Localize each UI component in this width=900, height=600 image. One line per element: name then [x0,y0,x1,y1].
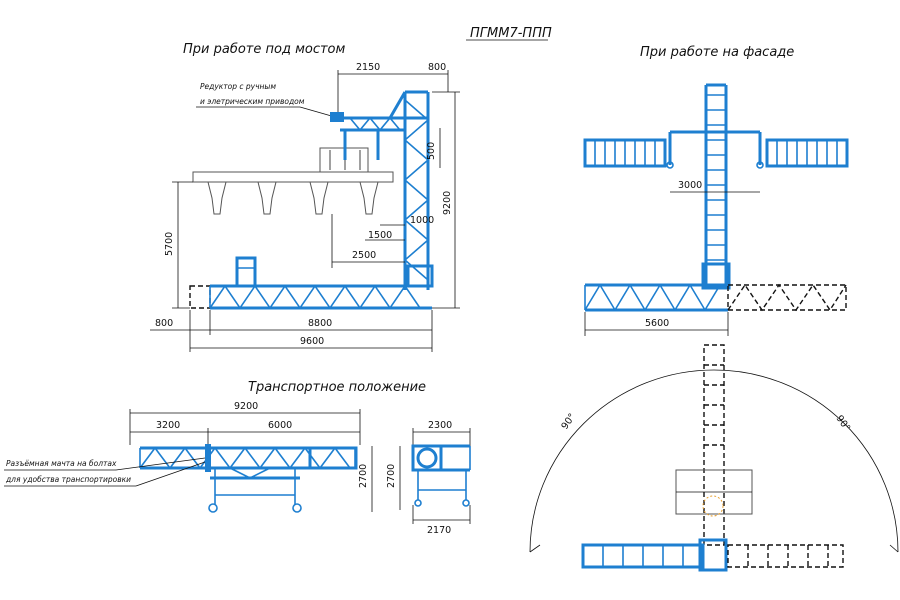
svg-text:6000: 6000 [268,420,292,431]
svg-text:9200: 9200 [442,191,453,215]
cabin-icon [416,447,438,469]
gearbox [330,112,344,122]
svg-text:500: 500 [426,142,437,160]
svg-text:3200: 3200 [156,420,180,431]
base-truss-under-bridge [189,256,434,310]
svg-text:800: 800 [428,62,446,73]
transport-side-view: 2300 2700 2170 [386,420,471,536]
cradle-right [765,138,849,168]
svg-text:8800: 8800 [308,318,332,329]
svg-text:1500: 1500 [368,230,392,241]
wheel-icon [208,503,218,513]
svg-text:2700: 2700 [358,464,369,488]
under-bridge-view: При работе под мостом Редуктор с ручным … [150,42,460,352]
rotation-view: 90° 90° [529,344,899,572]
cradle-left [583,138,667,168]
svg-text:9600: 9600 [300,336,324,347]
facade-view: При работе на фасаде [583,45,849,336]
svg-text:800: 800 [155,318,173,329]
svg-text:5700: 5700 [164,232,175,256]
angle-left: 90° [559,412,578,432]
svg-text:5600: 5600 [645,318,669,329]
transport-view: Транспортное положение 9200 3200 6000 27… [4,380,426,513]
mast-facade [666,83,764,290]
svg-text:2300: 2300 [428,420,452,431]
svg-text:1000: 1000 [410,215,434,226]
gearbox-leader [299,106,336,118]
facade-dimensions: 3000 5600 [584,180,760,336]
under-bridge-title: При работе под мостом [183,42,346,57]
base-truss-facade [584,283,847,312]
rotation-arc [529,369,899,553]
svg-text:2150: 2150 [356,62,380,73]
doc-code: ПГММ7-ППП [470,26,552,41]
svg-text:2500: 2500 [352,250,376,261]
under-bridge-dimensions: 2150 800 500 9200 5700 1000 1500 [150,62,460,352]
wheel-icon [292,503,302,513]
mast-note-line2: для удобства транспортировки [5,475,131,484]
transport-dimensions: 9200 3200 6000 2700 [129,401,373,512]
cabin [235,256,257,288]
facade-title: При работе на фасаде [640,45,794,60]
transport-title: Транспортное положение [248,380,426,395]
transport-chassis [208,467,302,513]
mast-under-bridge [330,90,430,290]
svg-text:3000: 3000 [678,180,702,191]
svg-text:9200: 9200 [234,401,258,412]
gearbox-note-line2: и элетрическим приводом [200,97,305,106]
svg-text:2170: 2170 [427,525,451,536]
transport-truss [139,444,358,472]
gearbox-note-line1: Редуктор с ручным [200,82,276,91]
bridge-deck [192,147,394,215]
mast-note-line1: Разъёмная мачта на болтах [6,459,117,468]
svg-text:2700: 2700 [386,464,397,488]
